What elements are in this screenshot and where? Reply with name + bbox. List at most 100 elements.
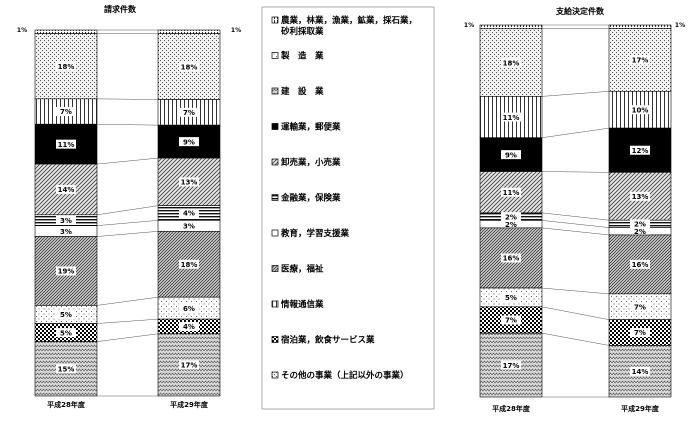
- data-label: 5%: [60, 311, 72, 319]
- legend-label: 建 設 業: [280, 86, 324, 97]
- bar-segment-agri-1: [157, 29, 221, 34]
- data-label-bg: [630, 366, 650, 376]
- data-label-bg: [630, 259, 650, 269]
- data-label: 14%: [58, 186, 75, 194]
- data-label: 16%: [632, 261, 649, 269]
- data-label-bg: [630, 55, 650, 65]
- data-label: 18%: [503, 59, 520, 67]
- data-label-bg: [501, 187, 521, 197]
- data-label-bg: [56, 139, 76, 149]
- data-label: 11%: [503, 114, 520, 122]
- bar-segment-agri-0: [34, 29, 98, 34]
- legend-label: 運輸業，郵便業: [281, 122, 341, 133]
- bar-segment-agri-1: [608, 24, 672, 29]
- data-label: 14%: [632, 368, 649, 376]
- data-label-bg: [630, 302, 650, 312]
- data-label-bg: [501, 212, 521, 222]
- data-label: 16%: [503, 255, 520, 263]
- data-label-bg: [501, 315, 521, 325]
- top-small-label: 1%: [231, 27, 241, 34]
- legend-swatch-other: [271, 371, 279, 379]
- data-label-bg: [179, 177, 199, 187]
- connector-line: [541, 171, 610, 173]
- data-label: 13%: [181, 179, 198, 187]
- legend-swatch-const: [271, 87, 279, 95]
- data-label-bg: [179, 137, 199, 147]
- connector-line: [96, 98, 159, 100]
- legend-swatch-fin: [271, 194, 279, 201]
- data-label-bg: [179, 360, 199, 370]
- data-label: 9%: [505, 151, 517, 159]
- data-label: 4%: [183, 210, 195, 218]
- data-label-bg: [501, 253, 521, 263]
- bar-segment-agri-0: [479, 24, 543, 30]
- data-label: 2%: [634, 221, 646, 229]
- connector-line: [96, 123, 159, 126]
- connector-line: [541, 332, 610, 346]
- data-label-bg: [630, 105, 650, 115]
- data-label: 2%: [505, 213, 517, 221]
- data-label: 9%: [183, 138, 195, 146]
- data-label-bg: [56, 184, 76, 194]
- data-label-bg: [179, 221, 199, 231]
- data-label: 5%: [505, 294, 517, 302]
- stacked-bar-chart-claims: 18%7%11%14%3%3%19%5%5%15%18%7%9%13%4%3%1…: [17, 27, 241, 409]
- data-label: 4%: [183, 323, 195, 331]
- legend-label: 医療，福祉: [281, 264, 324, 275]
- data-label-bg: [501, 112, 521, 122]
- legend-label: その他の事業（上記以外の事業）: [281, 370, 409, 381]
- legend-swatch-agri: [271, 16, 279, 24]
- legend-label: 製 造 業: [280, 51, 324, 62]
- legend-label: 金融業，保険業: [280, 193, 341, 204]
- legend-swatch-trans: [271, 123, 279, 130]
- legend-swatch-edu: [271, 229, 279, 237]
- data-label-bg: [56, 215, 76, 225]
- data-label: 5%: [60, 329, 72, 337]
- data-label-bg: [56, 364, 76, 374]
- data-label-bg: [56, 266, 76, 276]
- data-label: 3%: [60, 228, 72, 236]
- legend-label: 宿泊業，飲食サービス業: [281, 335, 375, 346]
- connector-line: [96, 333, 159, 342]
- data-label-bg: [630, 226, 650, 236]
- data-label: 18%: [58, 63, 75, 71]
- top-small-label: 1%: [675, 22, 685, 29]
- connector-line: [96, 205, 159, 216]
- connector-line: [96, 231, 159, 237]
- data-label-bg: [630, 191, 650, 201]
- legend-label: 農業，林業，漁業，鉱業，採石業，: [281, 15, 417, 26]
- data-label: 7%: [505, 317, 517, 325]
- data-label: 7%: [183, 109, 195, 117]
- data-label: 2%: [634, 228, 646, 236]
- connector-line: [541, 227, 610, 236]
- data-label: 6%: [183, 305, 195, 313]
- data-label-bg: [56, 61, 76, 71]
- data-label: 17%: [503, 362, 520, 370]
- category-label: 平成29年度: [170, 400, 209, 409]
- connector-line: [541, 306, 610, 320]
- stacked-bar-chart-approvals: 18%11%9%11%2%2%16%5%7%17%17%10%12%13%2%2…: [464, 22, 685, 413]
- data-label-bg: [56, 226, 76, 236]
- data-label-bg: [179, 107, 199, 117]
- data-label: 18%: [181, 261, 198, 269]
- data-label: 7%: [634, 303, 646, 311]
- connector-line: [96, 318, 159, 324]
- data-label: 10%: [632, 106, 649, 114]
- connector-line: [541, 127, 610, 138]
- connector-line: [541, 91, 610, 97]
- data-label: 2%: [505, 221, 517, 229]
- data-label: 13%: [632, 193, 649, 201]
- category-label: 平成28年度: [47, 400, 86, 409]
- legend-swatch-hotel: [271, 336, 279, 343]
- data-label-bg: [501, 360, 521, 370]
- legend-label: 情報通信業: [280, 299, 324, 310]
- data-label-bg: [630, 328, 650, 338]
- data-label-bg: [179, 321, 199, 331]
- data-label-bg: [56, 107, 76, 117]
- data-label-bg: [179, 208, 199, 218]
- data-label: 7%: [60, 108, 72, 116]
- category-label: 平成28年度: [492, 404, 531, 413]
- data-label: 7%: [634, 329, 646, 337]
- legend-swatch-mfg: [271, 52, 279, 59]
